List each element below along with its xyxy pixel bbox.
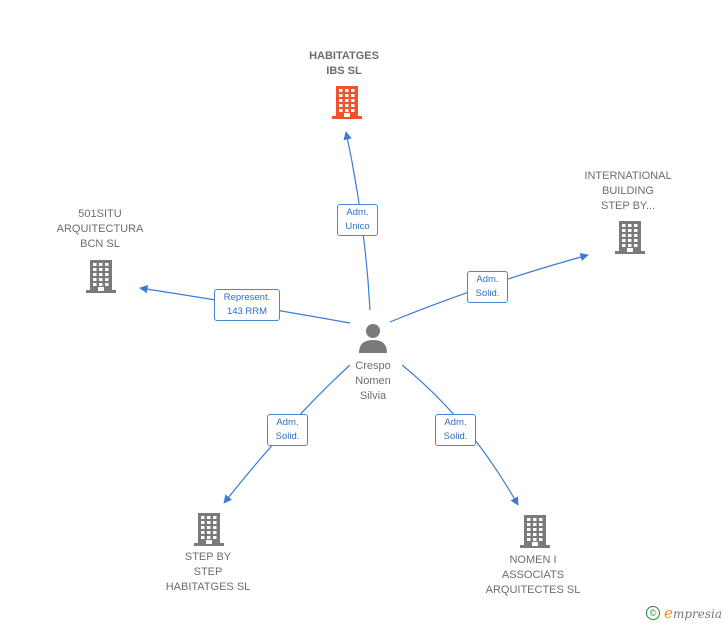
node-stepby-label[interactable]: STEP BY STEP HABITATGES SL (165, 551, 251, 593)
building-icon[interactable] (519, 514, 551, 548)
edge-label-nomen[interactable]: Adm. Solid. (435, 414, 476, 446)
building-icon[interactable] (614, 220, 646, 254)
building-icon[interactable] (85, 259, 117, 293)
node-nomen-label[interactable]: NOMEN I ASSOCIATS ARQUITECTES SL (485, 554, 581, 596)
brand-logo: empresia (664, 604, 722, 622)
edge-label-habitatges[interactable]: Adm. Unico (337, 204, 378, 236)
person-icon[interactable] (358, 322, 388, 354)
empresia-footer[interactable]: ©empresia (646, 604, 722, 622)
node-international-label[interactable]: INTERNATIONAL BUILDING STEP BY... (584, 170, 672, 212)
building-icon[interactable] (193, 512, 225, 546)
building-icon[interactable] (331, 85, 363, 119)
node-situ-label[interactable]: 501SITU ARQUITECTURA BCN SL (56, 208, 144, 250)
node-habitatges-label[interactable]: HABITATGES IBS SL (309, 50, 379, 77)
edge-label-stepby[interactable]: Adm. Solid. (267, 414, 308, 446)
edge-label-international[interactable]: Adm. Solid. (467, 271, 508, 303)
center-person-name[interactable]: Crespo Nomen Silvia (355, 360, 391, 402)
edge-label-situ[interactable]: Represent. 143 RRM (214, 289, 280, 321)
copyright-icon: © (646, 606, 661, 620)
